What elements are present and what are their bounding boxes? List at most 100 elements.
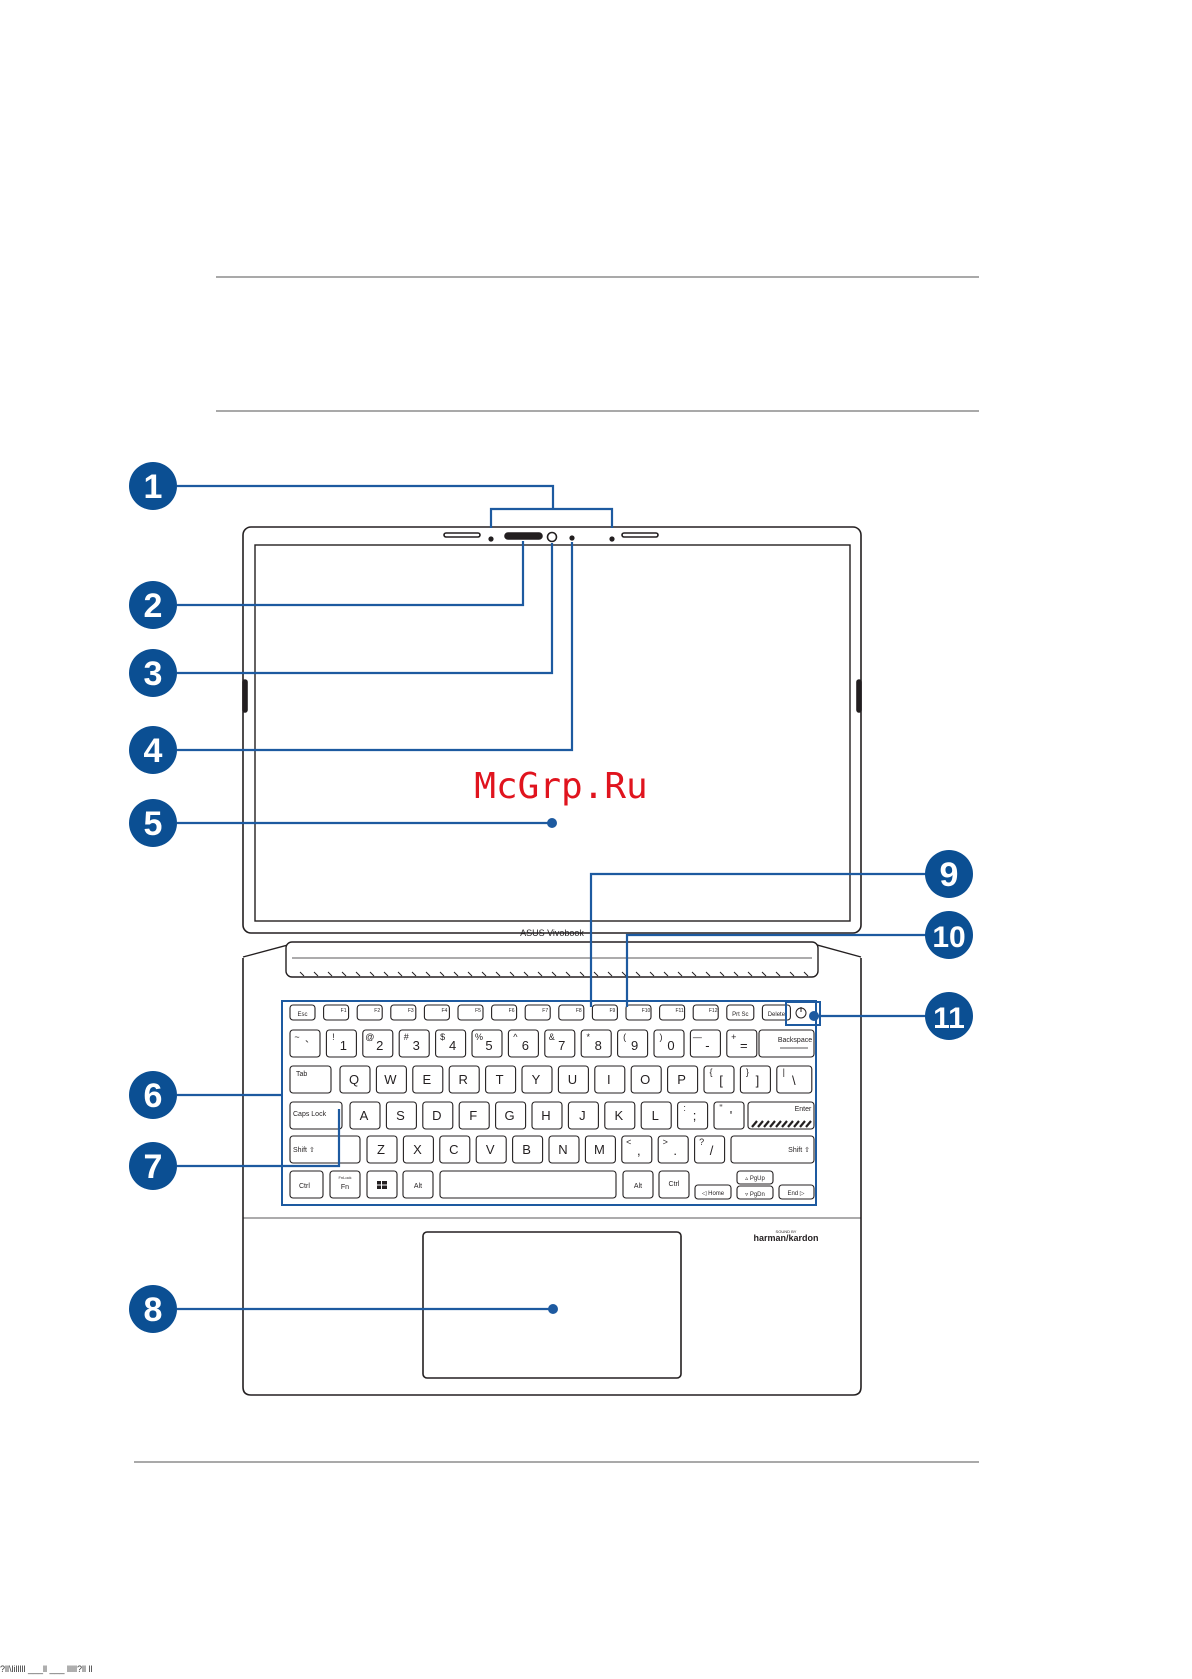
webcam-shield — [504, 532, 543, 540]
function-key-label: F11 — [675, 1008, 683, 1014]
leader-5-dot — [547, 818, 557, 828]
letter-key-label: P — [677, 1072, 686, 1087]
right-ctrl-key — [658, 1170, 690, 1199]
callout-badge — [925, 992, 973, 1040]
end-key-label: End ▷ — [788, 1191, 805, 1197]
letter-key-label: B — [522, 1142, 531, 1157]
number-key — [617, 1029, 649, 1058]
hinge-tooth — [691, 971, 697, 977]
tab-key — [289, 1065, 332, 1094]
symbol-key-label: , — [637, 1143, 641, 1158]
enter-key-hatch — [781, 1120, 788, 1128]
callout-badge — [129, 649, 177, 697]
function-key-label: F1 — [341, 1008, 347, 1014]
fn-key-label: Fn — [341, 1184, 349, 1191]
number-key-shift-label: ~ — [294, 1032, 299, 1042]
number-key-label: ` — [305, 1038, 309, 1053]
top-rule — [216, 276, 979, 278]
function-key — [457, 1004, 484, 1021]
number-key-label: 6 — [522, 1038, 529, 1053]
symbol-key-shift-label: > — [663, 1137, 668, 1147]
number-key-label: 8 — [595, 1038, 602, 1053]
callout-number: 11 — [933, 1002, 965, 1035]
function-key — [726, 1004, 755, 1021]
letter-key — [640, 1101, 672, 1130]
symbol-key-label: \ — [792, 1073, 796, 1088]
right-alt-key — [622, 1170, 654, 1199]
left-speaker-slot — [443, 532, 481, 538]
letter-key — [630, 1065, 662, 1094]
number-key-shift-label: ) — [660, 1032, 663, 1042]
symbol-key-shift-label: < — [626, 1137, 631, 1147]
symbol-key — [694, 1135, 726, 1164]
symbol-key — [703, 1065, 735, 1094]
letter-key — [495, 1101, 527, 1130]
display-lid-outline — [242, 526, 862, 934]
callout-number: 9 — [940, 856, 959, 894]
left-alt-key-label: Alt — [414, 1183, 422, 1190]
leader-8-dot — [548, 1304, 558, 1314]
number-key — [580, 1029, 612, 1058]
letter-key — [667, 1065, 699, 1094]
number-key — [435, 1029, 467, 1058]
letter-key-label: K — [614, 1108, 623, 1123]
camera-indicator — [569, 535, 575, 541]
enter-key-hatch — [793, 1120, 800, 1128]
function-key-label: F6 — [509, 1008, 515, 1014]
pgdn-key — [736, 1185, 774, 1200]
letter-key-label: G — [505, 1108, 515, 1123]
letter-key-label: C — [449, 1142, 458, 1157]
callout-badge — [129, 462, 177, 510]
number-key-shift-label: + — [731, 1032, 736, 1042]
letter-key — [557, 1065, 589, 1094]
hinge-tooth — [369, 971, 375, 977]
callout-badge — [925, 850, 973, 898]
enter-key-hatch — [763, 1120, 770, 1128]
keyboard — [289, 1004, 815, 1200]
symbol-key-shift-label: " — [719, 1103, 722, 1113]
symbol-key-shift-label: | — [783, 1067, 785, 1077]
ctrl-key — [289, 1170, 324, 1199]
letter-key — [375, 1065, 407, 1094]
leader-1 — [177, 484, 555, 509]
letter-key — [458, 1101, 490, 1130]
home-key-label: ◁ Home — [702, 1191, 725, 1197]
letter-key — [475, 1135, 507, 1164]
letter-key — [339, 1065, 371, 1094]
letter-key — [485, 1065, 517, 1094]
symbol-key-shift-label: { — [709, 1067, 712, 1077]
hinge-tooth — [439, 971, 445, 977]
backspace-key-label: Backspace — [778, 1037, 812, 1044]
hinge-tooth — [593, 971, 599, 977]
function-key — [524, 1004, 551, 1021]
right-ctrl-key-label: Ctrl — [669, 1181, 680, 1188]
number-key — [726, 1029, 758, 1058]
letter-key-label: M — [594, 1142, 605, 1157]
letter-key — [385, 1101, 417, 1130]
callout-number: 10 — [932, 921, 965, 954]
callout-badge — [129, 799, 177, 847]
letter-key-label: T — [496, 1072, 504, 1087]
hinge-tooth — [495, 971, 501, 977]
hinge-tooth — [383, 971, 389, 977]
camera-lens — [546, 531, 558, 543]
enter-key-hatch — [757, 1120, 764, 1128]
letter-key — [402, 1135, 434, 1164]
left-alt-key — [402, 1170, 434, 1199]
number-key-shift-label: ! — [332, 1032, 335, 1042]
callout-number: 2 — [144, 587, 163, 625]
function-key-label: F7 — [542, 1008, 548, 1014]
leader-1-bracket — [489, 507, 614, 528]
function-key-label: F5 — [475, 1008, 481, 1014]
function-key-label: F4 — [441, 1008, 447, 1014]
number-key-shift-label: @ — [365, 1032, 374, 1042]
number-key-label: = — [740, 1038, 748, 1053]
number-key — [325, 1029, 357, 1058]
letter-key — [567, 1101, 599, 1130]
function-key — [659, 1004, 686, 1021]
function-key-label: Esc — [297, 1012, 307, 1018]
symbol-key — [739, 1065, 771, 1094]
hinge-tooth — [789, 971, 795, 977]
left-microphone — [488, 536, 494, 542]
number-key-label: 1 — [340, 1038, 347, 1053]
